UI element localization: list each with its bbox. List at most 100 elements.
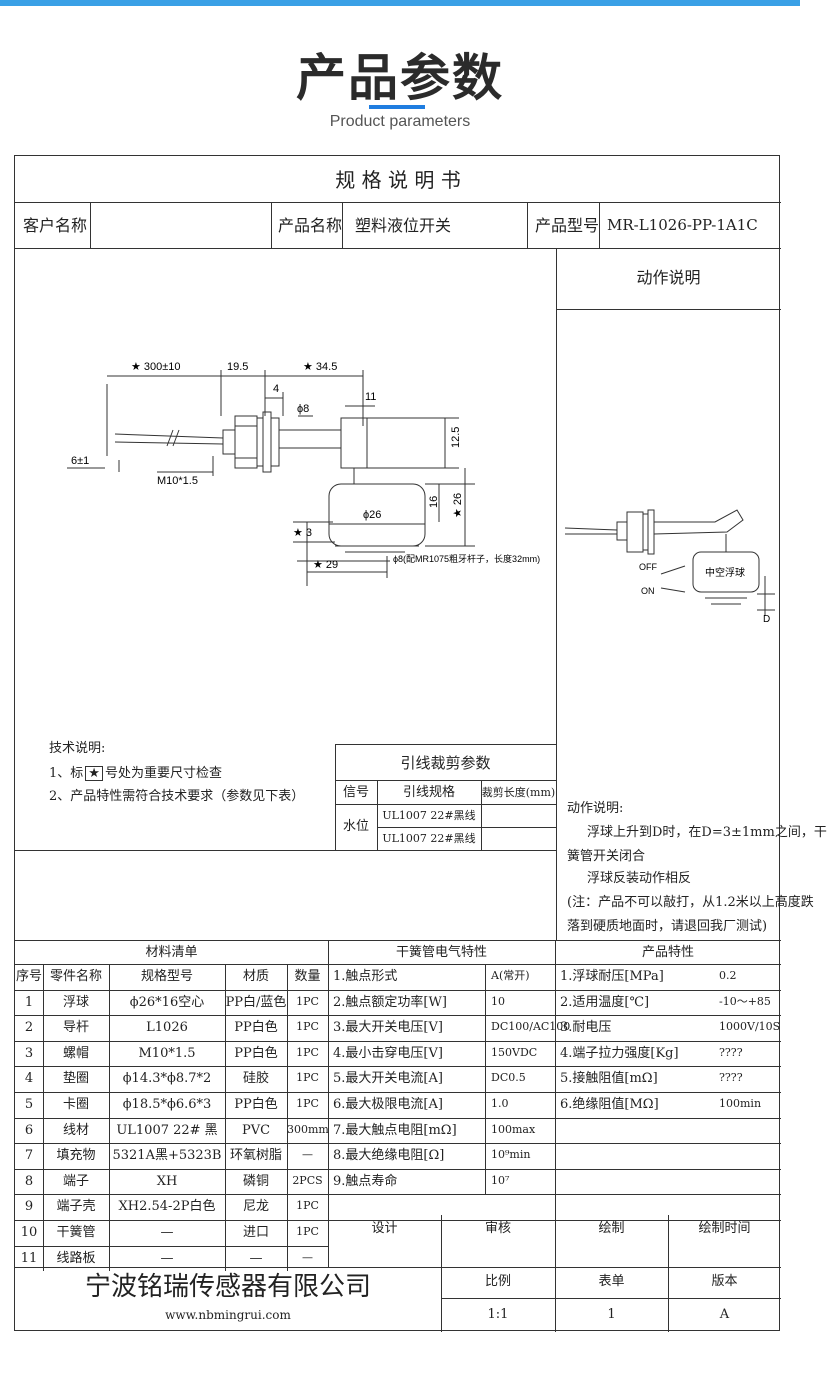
dim-4: 4	[273, 383, 279, 395]
dim-12-5: 12.5	[450, 427, 462, 448]
materials-cell: 1PC	[296, 1097, 319, 1110]
dim-phi26: ϕ26	[363, 509, 381, 521]
dim-rod-note: ϕ8(配MR1075粗牙杆子，长度32mm)	[393, 553, 540, 564]
materials-cell: PP白色	[234, 1097, 278, 1112]
materials-cell: 1	[24, 995, 34, 1010]
reed-property: 5.最大开关电流[A]	[333, 1071, 443, 1086]
lead-table-title: 引线裁剪参数	[400, 754, 491, 772]
dim-34-5: ★ 34.5	[303, 361, 337, 373]
action-text-3: 浮球反装动作相反	[587, 871, 692, 886]
materials-cell: —	[160, 1225, 174, 1240]
product-property: 2.适用温度[℃]	[560, 995, 650, 1010]
materials-header-2: 规格型号	[140, 969, 193, 984]
materials-cell: UL1007 22# 黑	[116, 1123, 218, 1138]
materials-cell: 尼龙	[242, 1199, 269, 1214]
sheet-value: 1	[607, 1307, 616, 1322]
materials-cell: 5	[24, 1097, 34, 1112]
ratio-label: 比例	[484, 1274, 511, 1289]
lead-row-2-spec: UL1007 22#黑线	[382, 832, 476, 845]
materials-cell: 2	[24, 1020, 34, 1035]
materials-cell: PVC	[241, 1123, 271, 1138]
materials-cell: PP白/蓝色	[225, 995, 287, 1010]
reed-value: DC0.5	[491, 1071, 526, 1084]
reed-property: 3.最大开关电压[V]	[333, 1020, 443, 1035]
off-label: OFF	[639, 562, 657, 572]
spec-title: 规 格 说 明 书	[335, 168, 461, 192]
top-accent-bar	[0, 0, 800, 6]
reed-value: 10⁷	[491, 1174, 510, 1187]
materials-cell: 线材	[62, 1123, 89, 1138]
materials-cell: —	[160, 1251, 174, 1266]
materials-cell: 进口	[242, 1225, 269, 1240]
reed-property: 6.最大极限电流[A]	[333, 1097, 443, 1112]
product-value: ????	[719, 1046, 743, 1059]
materials-cell: 10	[20, 1225, 38, 1240]
reed-value: A(常开)	[491, 969, 530, 982]
materials-cell: 1PC	[296, 1071, 319, 1084]
signoff-draw: 绘制	[598, 1221, 625, 1236]
materials-cell: ϕ14.3*ϕ8.7*2	[122, 1071, 212, 1086]
action-text-2: 簧管开关闭合	[567, 849, 646, 864]
ratio-value: 1:1	[487, 1307, 509, 1322]
reed-property: 8.最大绝缘电阻[Ω]	[333, 1148, 445, 1163]
action-text-4: (注：产品不可以敲打，从1.2米以上高度跌	[567, 895, 814, 910]
product-value: 100min	[719, 1097, 762, 1110]
dim-300: ★ 300±10	[131, 361, 181, 373]
materials-cell: M10*1.5	[138, 1046, 196, 1061]
materials-cell: 浮球	[62, 995, 89, 1010]
action-text-1: 浮球上升到D时，在D=3±1mm之间，干	[587, 825, 827, 840]
float-label: 中空浮球	[705, 566, 745, 579]
product-name-value: 塑料液位开关	[355, 216, 452, 235]
materials-cell: XH	[156, 1174, 178, 1189]
materials-cell: 1PC	[296, 1046, 319, 1059]
model-label: 产品型号	[535, 216, 600, 235]
action-text-5: 落到硬质地面时，请退回我厂测试)	[567, 919, 768, 934]
materials-header-0: 序号	[15, 969, 42, 984]
lead-header-length: 裁剪长度(mm)	[481, 786, 556, 799]
materials-cell: PP白色	[234, 1046, 278, 1061]
product-value: ????	[719, 1071, 743, 1084]
dim-29: ★ 29	[313, 559, 338, 571]
materials-cell: 300mm	[287, 1123, 329, 1136]
dim-6: 6±1	[71, 455, 89, 467]
lead-signal-value: 水位	[342, 819, 369, 834]
materials-cell: —	[302, 1251, 313, 1264]
company-website: www.nbmingrui.com	[165, 1308, 291, 1322]
product-value: -10～+85	[719, 995, 771, 1008]
materials-cell: L1026	[146, 1020, 188, 1035]
version-label: 版本	[711, 1274, 738, 1289]
materials-cell: 9	[24, 1199, 34, 1214]
materials-cell: 7	[24, 1148, 34, 1163]
materials-cell: 垫圈	[62, 1071, 89, 1086]
materials-cell: ϕ18.5*ϕ6.6*3	[122, 1097, 212, 1112]
product-property: 4.端子拉力强度[Kg]	[560, 1046, 679, 1061]
materials-cell: —	[249, 1251, 263, 1266]
spec-sheet: 规 格 说 明 书 客户名称 产品名称 塑料液位开关 产品型号 MR-L1026…	[14, 155, 827, 1332]
signoff-design: 设计	[371, 1221, 398, 1236]
reed-value: 10⁹min	[491, 1148, 531, 1161]
reed-property: 2.触点额定功率[W]	[333, 995, 447, 1010]
reed-property: 4.最小击穿电压[V]	[333, 1046, 443, 1061]
materials-cell: 环氧树脂	[229, 1148, 282, 1163]
product-char-title: 产品特性	[641, 945, 694, 960]
dim-19-5: 19.5	[227, 361, 248, 373]
materials-cell: 8	[24, 1174, 34, 1189]
reed-value: 1.0	[491, 1097, 509, 1110]
materials-cell: 端子壳	[56, 1199, 96, 1214]
materials-cell: 端子	[62, 1174, 89, 1189]
materials-header-4: 数量	[294, 969, 321, 984]
materials-header-3: 材质	[242, 969, 269, 984]
action-text-title: 动作说明:	[567, 801, 624, 816]
product-value: 1000V/10S	[719, 1020, 781, 1033]
company-name: 宁波铭瑞传感器有限公司	[84, 1272, 371, 1302]
dim-m10: M10*1.5	[157, 475, 198, 487]
tech-notes-line1: 1、标★号处为重要尺寸检查	[49, 766, 222, 781]
sheet-label: 表单	[598, 1274, 625, 1289]
lead-header-spec: 引线规格	[402, 785, 455, 800]
materials-cell: 11	[20, 1251, 38, 1266]
action-title: 动作说明	[636, 268, 701, 287]
materials-cell: 硅胶	[242, 1071, 269, 1086]
lead-header-signal: 信号	[342, 785, 369, 800]
reed-title: 干簧管电气特性	[395, 945, 487, 960]
materials-cell: 干簧管	[56, 1225, 96, 1240]
